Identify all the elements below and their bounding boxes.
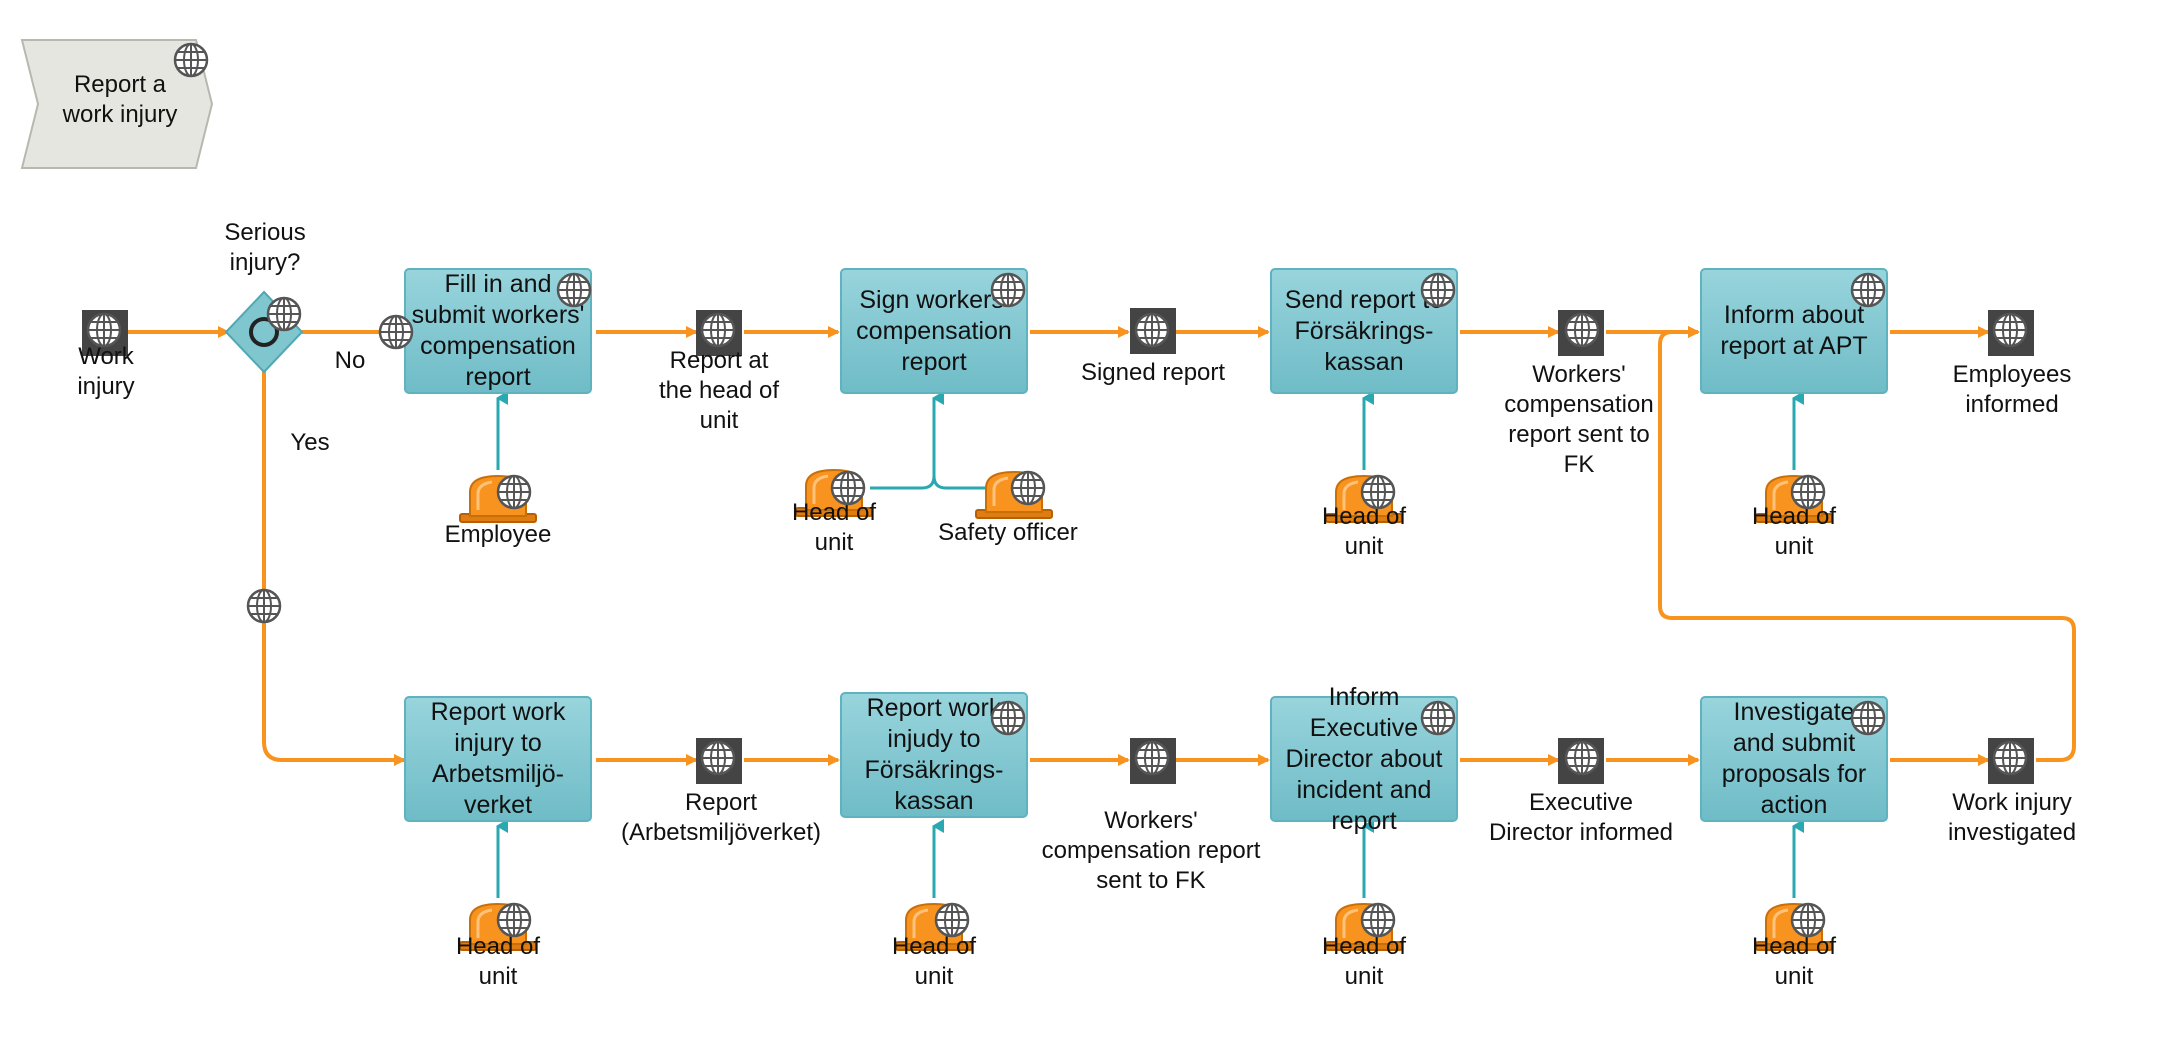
gateway-no-label: No [334,347,366,374]
globe-icon[interactable] [934,902,970,938]
globe-icon[interactable] [1992,312,2028,348]
globe-icon[interactable] [266,296,302,332]
globe-icon[interactable] [1134,740,1170,776]
gateway-label: Serious injury? [224,219,306,276]
globe-icon[interactable] [1850,272,1886,308]
globe-icon[interactable] [1420,272,1456,308]
globe-icon[interactable] [1360,902,1396,938]
globe-icon[interactable] [830,470,866,506]
event-report-sent-fk: Workers' compensation report sent to FK [1504,361,1654,478]
event-report-arbetsmiljoverket: Report (Arbetsmiljöverket) [620,789,822,846]
globe-icon[interactable] [1790,902,1826,938]
event-executive-informed: Executive Director informed [1488,789,1674,846]
role-label-head-of-unit: Head of unit [791,499,877,556]
event-report-head-of-unit: Report at the head of unit [658,347,780,434]
event-employees-informed: Employees informed [1952,361,2072,418]
role-label-head-of-unit: Head of unit [1751,933,1837,990]
function-report-forsakringskassan[interactable]: Report work injudy to Försäkrings- kassa… [840,692,1028,818]
role-label-head-of-unit: Head of unit [1321,933,1407,990]
globe-icon[interactable] [1992,740,2028,776]
role-label-head-of-unit: Head of unit [1321,503,1407,560]
role-label-head-of-unit: Head of unit [455,933,541,990]
globe-icon[interactable] [700,312,736,348]
globe-icon[interactable] [990,272,1026,308]
globe-icon[interactable] [86,312,122,348]
gateway-yes-label: Yes [290,429,330,456]
role-association-lines [496,391,1804,898]
globe-icon[interactable] [496,902,532,938]
control-flow-lines [128,326,2076,766]
process-title-shape[interactable] [20,39,214,169]
globe-icon[interactable] [1564,312,1600,348]
globe-icon[interactable] [246,588,282,624]
process-title: Report a work injury [62,71,178,128]
role-label-safety-officer: Safety officer [938,519,1078,546]
event-signed-report: Signed report [1080,359,1226,386]
globe-icon[interactable] [1790,474,1826,510]
function-report-arbetsmiljoverket[interactable]: Report work injury to Arbetsmiljö- verke… [404,696,592,822]
function-investigate[interactable]: Investigate and submit proposals for act… [1700,696,1888,822]
globe-icon[interactable] [1010,470,1046,506]
globe-icon[interactable] [700,740,736,776]
start-event-label: Work injury [77,343,135,400]
globe-icon[interactable] [496,474,532,510]
globe-icon[interactable] [378,314,414,350]
globe-icon[interactable] [1420,700,1456,736]
event-work-injury-investigated: Work injury investigated [1947,789,2077,846]
globe-icon[interactable] [1850,700,1886,736]
globe-icon[interactable] [1360,474,1396,510]
gateway-or-icon [249,317,279,347]
globe-icon[interactable] [556,272,592,308]
role-label-employee: Employee [444,521,552,548]
globe-icon[interactable] [1564,740,1600,776]
function-inform-apt[interactable]: Inform about report at APT [1700,268,1888,394]
event-comp-report-sent-fk: Workers' compensation report sent to FK [1041,807,1261,894]
globe-icon[interactable] [1134,312,1170,348]
role-label-head-of-unit: Head of unit [1751,503,1837,560]
globe-icon[interactable] [990,700,1026,736]
role-label-head-of-unit: Head of unit [891,933,977,990]
function-inform-executive[interactable]: Inform Executive Director about incident… [1270,683,1458,835]
globe-icon[interactable] [173,42,209,78]
